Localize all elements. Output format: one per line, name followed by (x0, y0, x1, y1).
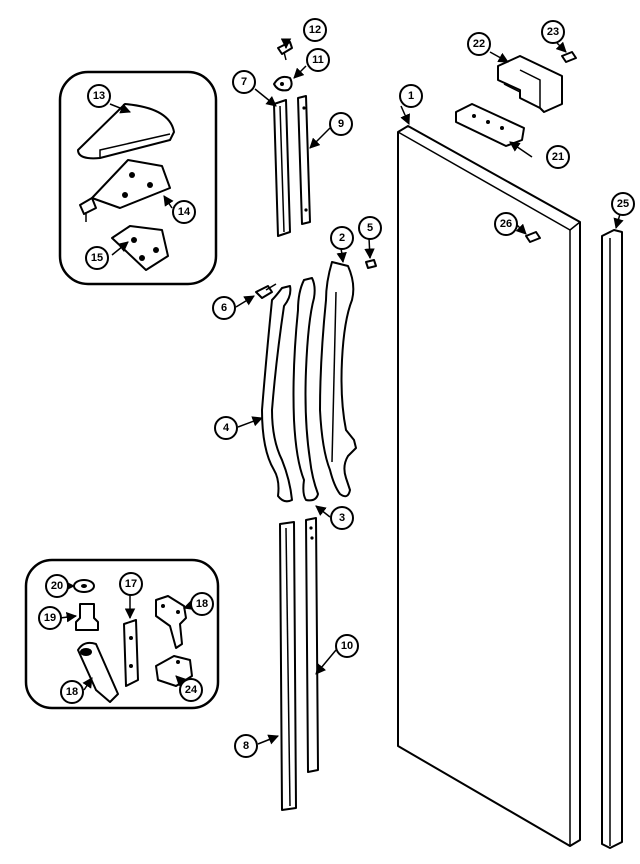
callout-15: 15 (85, 246, 109, 270)
handle-cap-part-4 (261, 285, 293, 503)
svg-text:24: 24 (185, 684, 198, 696)
callout-25: 25 (611, 192, 635, 216)
svg-text:5: 5 (367, 222, 373, 234)
handle-part-2 (319, 261, 357, 498)
svg-text:21: 21 (552, 151, 564, 163)
svg-text:22: 22 (473, 38, 485, 50)
callout-10: 10 (335, 634, 359, 658)
callout-11: 11 (306, 48, 330, 72)
door-panel-part-1 (397, 125, 581, 847)
svg-text:19: 19 (44, 612, 56, 624)
callout-8: 8 (234, 734, 258, 758)
svg-text:2: 2 (339, 232, 345, 244)
callout-19: 19 (38, 606, 62, 630)
svg-text:10: 10 (341, 640, 353, 652)
callout-14: 14 (172, 200, 196, 224)
svg-text:26: 26 (500, 218, 512, 230)
bottom-hinge-part-16 (77, 641, 119, 703)
callout-17: 17 (119, 572, 143, 596)
callout-2: 2 (330, 226, 354, 250)
callout-13: 13 (87, 84, 111, 108)
screw-part-26 (525, 231, 541, 243)
callout-21: 21 (546, 145, 570, 169)
callout-1: 1 (399, 84, 423, 108)
svg-text:6: 6 (221, 302, 227, 314)
svg-text:14: 14 (178, 206, 191, 218)
svg-text:9: 9 (338, 118, 344, 130)
svg-text:25: 25 (617, 198, 629, 210)
callout-5: 5 (358, 216, 382, 240)
callout-26: 26 (494, 212, 518, 236)
svg-text:23: 23 (547, 26, 559, 38)
callout-9: 9 (329, 112, 353, 136)
seal-bottom-part-10 (305, 517, 319, 773)
svg-text:3: 3 (339, 512, 345, 524)
hinge-shim-part-15 (111, 225, 169, 271)
handle-trim-part-3 (292, 277, 319, 502)
stop-block-part-22 (497, 55, 563, 113)
svg-text:8: 8 (243, 740, 249, 752)
callout-4: 4 (214, 416, 238, 440)
screw-part-12 (277, 41, 293, 55)
screw-part-23 (561, 51, 577, 63)
callout-18: 18 (190, 592, 214, 616)
hinge-plate-part-18 (155, 595, 187, 649)
svg-text:15: 15 (91, 252, 103, 264)
svg-text:17: 17 (125, 578, 137, 590)
svg-text:4: 4 (223, 422, 230, 434)
door-strip-part-25 (601, 229, 623, 849)
leader-lines (59, 38, 624, 745)
callout-23: 23 (541, 20, 565, 44)
callout-18-lower: 18 (60, 680, 84, 704)
callout-22: 22 (467, 32, 491, 56)
svg-text:12: 12 (309, 24, 321, 36)
screw-part-5 (365, 259, 377, 269)
svg-text:18: 18 (66, 686, 78, 698)
callout-3: 3 (330, 506, 354, 530)
callout-24: 24 (179, 678, 203, 702)
bracket-part-17 (123, 619, 139, 687)
hinge-cover-part-13 (77, 103, 175, 160)
svg-text:13: 13 (93, 90, 105, 102)
svg-text:11: 11 (312, 54, 324, 66)
svg-text:7: 7 (241, 76, 247, 88)
callout-6: 6 (212, 296, 236, 320)
svg-text:20: 20 (51, 580, 63, 592)
hinge-pin-part-19 (75, 603, 99, 631)
svg-text:1: 1 (408, 90, 414, 102)
hinge-bracket-part-21 (455, 103, 525, 147)
hinge-plate-part-14 (91, 159, 171, 209)
svg-text:18: 18 (196, 598, 208, 610)
callout-20: 20 (45, 574, 69, 598)
seal-top-part-9 (297, 95, 311, 225)
callout-12: 12 (303, 18, 327, 42)
callout-7: 7 (232, 70, 256, 94)
